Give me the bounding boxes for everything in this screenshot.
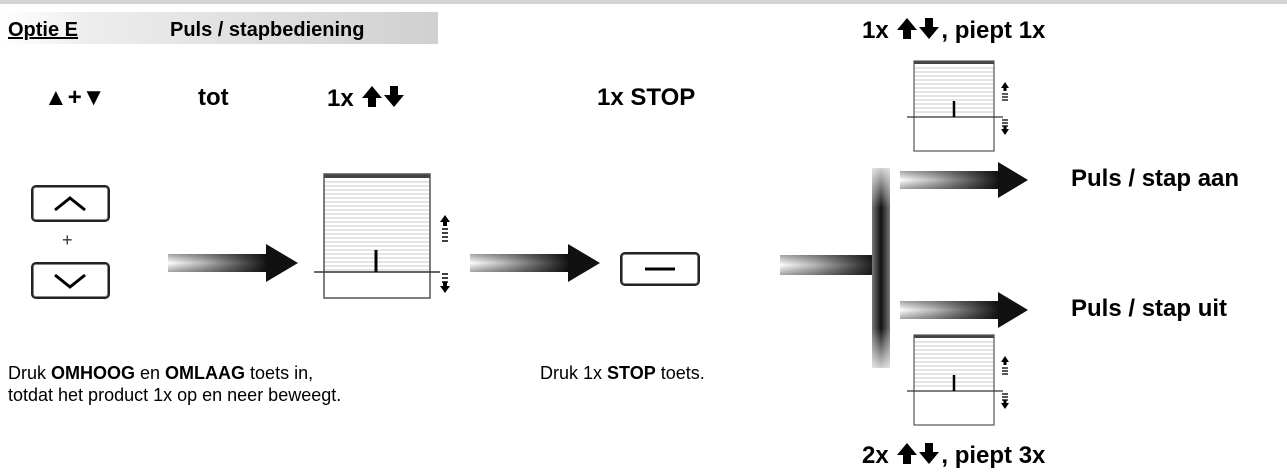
top-rule	[0, 0, 1287, 4]
move-count-off: 2x	[862, 442, 889, 469]
stop-key-button[interactable]	[620, 252, 700, 286]
flow-arrow-3	[780, 255, 878, 275]
branch-arrow-off	[900, 292, 1028, 328]
branch-arrow-on	[900, 162, 1028, 198]
header-bar	[0, 12, 438, 44]
press-both-line2: totdat het product 1x op en neer beweegt…	[8, 385, 342, 405]
up-down-arrows-icon	[897, 18, 940, 39]
move-count: 1x	[327, 85, 354, 112]
chevron-up-icon	[54, 196, 86, 212]
text-pre: Druk	[8, 363, 52, 383]
roller-blind-small-icon	[907, 334, 1009, 426]
beep-three-label: 2x , piept 3x	[862, 441, 1045, 470]
beep-count-off: , piept 3x	[941, 442, 1046, 469]
text-post: toets in,	[245, 363, 314, 383]
text-up-key: OMHOOG	[51, 363, 136, 383]
press-stop-description: Druk 1x STOP toets.	[540, 362, 705, 384]
chevron-down-icon	[54, 273, 86, 289]
move-once-label: 1x	[327, 84, 406, 113]
text-mid: en	[135, 363, 166, 383]
up-key-button[interactable]	[31, 185, 110, 222]
until-label: tot	[198, 84, 229, 111]
flow-arrow-1	[168, 244, 298, 282]
option-label: Optie E	[8, 19, 79, 41]
plus-sign: +	[62, 230, 73, 250]
flow-arrow-2	[470, 244, 600, 282]
roller-blind-icon	[314, 173, 450, 299]
up-down-arrows-icon	[897, 443, 940, 464]
branch-bar	[872, 168, 890, 368]
press-both-line1: Druk OMHOOG en OMLAAG toets in,	[8, 362, 341, 384]
move-count-on: 1x	[862, 17, 889, 44]
beep-once-label: 1x , piept 1x	[862, 16, 1045, 45]
text-stop-key: STOP	[607, 363, 656, 383]
option-title: Puls / stapbediening	[170, 19, 365, 41]
stop-dash-icon	[645, 267, 675, 271]
pulse-on-label: Puls / stap aan	[1071, 165, 1240, 192]
text-pre: Druk 1x	[540, 363, 608, 383]
text-down-key: OMLAAG	[165, 363, 246, 383]
pulse-off-label: Puls / stap uit	[1071, 295, 1228, 322]
keys-label: ▲+▼	[44, 84, 106, 111]
roller-blind-small-icon	[907, 60, 1009, 152]
press-both-description: Druk OMHOOG en OMLAAG toets in, totdat h…	[8, 362, 341, 406]
text-post: toets.	[655, 363, 705, 383]
stop-label: 1x STOP	[597, 84, 696, 111]
up-down-arrows-icon	[362, 86, 405, 107]
down-key-button[interactable]	[31, 262, 110, 299]
beep-count-on: , piept 1x	[941, 17, 1046, 44]
